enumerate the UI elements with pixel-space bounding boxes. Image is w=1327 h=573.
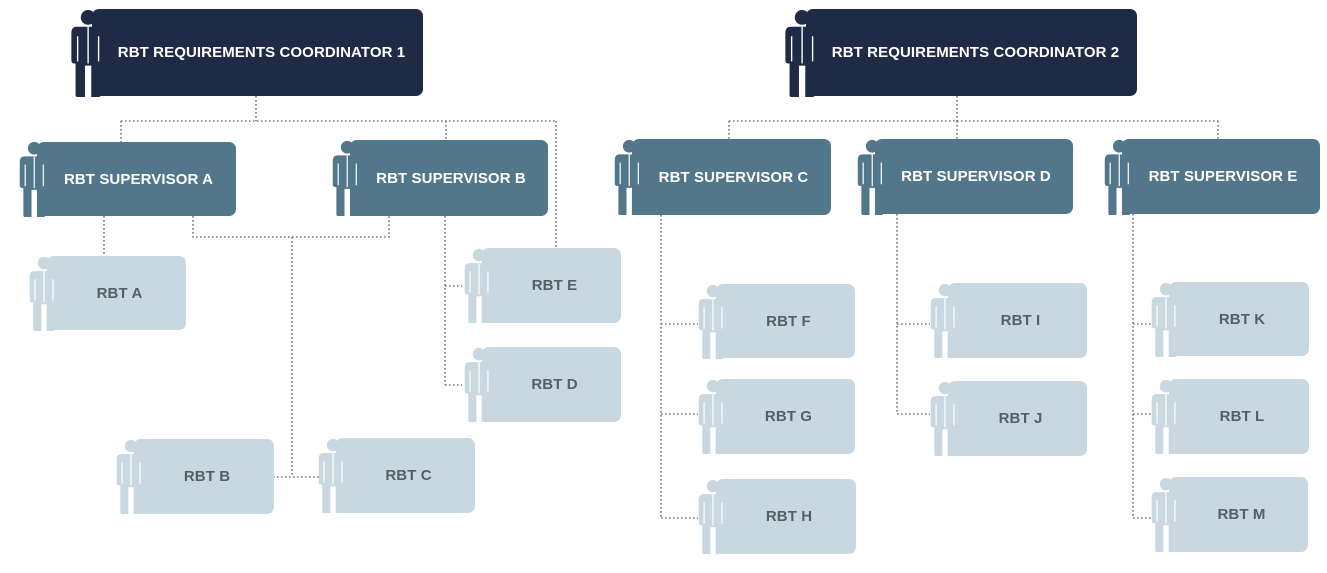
person-icon xyxy=(698,479,728,554)
supervisor-se-box[interactable]: RBT SUPERVISOR E xyxy=(1122,139,1320,214)
rbt-label: RBT F xyxy=(766,312,811,330)
supervisor-label: RBT SUPERVISOR C xyxy=(658,168,809,186)
person-icon xyxy=(19,141,49,217)
rbt-ra-box[interactable]: RBT A xyxy=(47,256,186,330)
person-icon xyxy=(29,256,59,331)
coordinator-label: RBT REQUIREMENTS COORDINATOR 2 xyxy=(831,44,1120,61)
person-icon xyxy=(464,248,494,323)
supervisor-label: RBT SUPERVISOR D xyxy=(901,168,1051,185)
person-icon xyxy=(785,9,820,97)
rbt-rm-box[interactable]: RBT M xyxy=(1169,477,1308,552)
coordinator-label: RBT REQUIREMENTS COORDINATOR 1 xyxy=(117,44,406,61)
supervisor-sa-box[interactable]: RBT SUPERVISOR A xyxy=(37,142,236,216)
person-icon xyxy=(930,381,960,456)
rbt-rh-box[interactable]: RBT H xyxy=(716,479,856,554)
rbt-ri-box[interactable]: RBT I xyxy=(948,283,1087,358)
rbt-label: RBT A xyxy=(96,284,143,302)
rbt-rk-box[interactable]: RBT K xyxy=(1169,282,1309,356)
rbt-label: RBT M xyxy=(1217,506,1266,523)
person-icon xyxy=(857,139,887,215)
rbt-rc-box[interactable]: RBT C xyxy=(336,438,475,513)
coordinator-c2-box[interactable]: RBT REQUIREMENTS COORDINATOR 2 xyxy=(806,9,1137,96)
rbt-label: RBT E xyxy=(531,277,578,294)
supervisor-label: RBT SUPERVISOR E xyxy=(1148,168,1298,185)
person-icon xyxy=(614,139,644,215)
rbt-label: RBT C xyxy=(385,467,432,484)
supervisor-label: RBT SUPERVISOR A xyxy=(63,170,214,188)
person-icon xyxy=(318,438,348,513)
person-icon xyxy=(71,9,106,97)
rbt-label: RBT G xyxy=(764,408,813,425)
person-icon xyxy=(332,140,362,216)
rbt-label: RBT H xyxy=(765,508,813,525)
supervisor-label: RBT SUPERVISOR B xyxy=(376,169,526,187)
rbt-label: RBT I xyxy=(1000,312,1041,329)
rbt-label: RBT D xyxy=(531,376,578,393)
person-icon xyxy=(1151,282,1181,357)
rbt-label: RBT B xyxy=(183,468,231,485)
person-icon xyxy=(698,379,728,454)
coordinator-c1-box[interactable]: RBT REQUIREMENTS COORDINATOR 1 xyxy=(92,9,423,96)
rbt-re-box[interactable]: RBT E xyxy=(482,248,621,323)
rbt-rd-box[interactable]: RBT D xyxy=(482,347,621,422)
person-icon xyxy=(1151,379,1181,454)
supervisor-sb-box[interactable]: RBT SUPERVISOR B xyxy=(350,140,548,216)
person-icon xyxy=(930,283,960,358)
supervisor-sc-box[interactable]: RBT SUPERVISOR C xyxy=(632,139,831,215)
connector-sa-bc xyxy=(192,216,390,238)
person-icon xyxy=(464,347,494,422)
rbt-label: RBT J xyxy=(998,410,1043,427)
person-icon xyxy=(116,439,146,514)
rbt-rb-box[interactable]: RBT B xyxy=(134,439,274,514)
rbt-rf-box[interactable]: RBT F xyxy=(716,284,855,358)
rbt-rj-box[interactable]: RBT J xyxy=(948,381,1087,456)
person-icon xyxy=(1151,477,1181,552)
supervisor-sd-box[interactable]: RBT SUPERVISOR D xyxy=(875,139,1073,214)
rbt-label: RBT L xyxy=(1219,408,1265,425)
person-icon xyxy=(698,284,728,359)
rbt-label: RBT K xyxy=(1218,310,1266,328)
rbt-rl-box[interactable]: RBT L xyxy=(1169,379,1309,454)
person-icon xyxy=(1104,139,1134,215)
rbt-rg-box[interactable]: RBT G xyxy=(716,379,855,454)
